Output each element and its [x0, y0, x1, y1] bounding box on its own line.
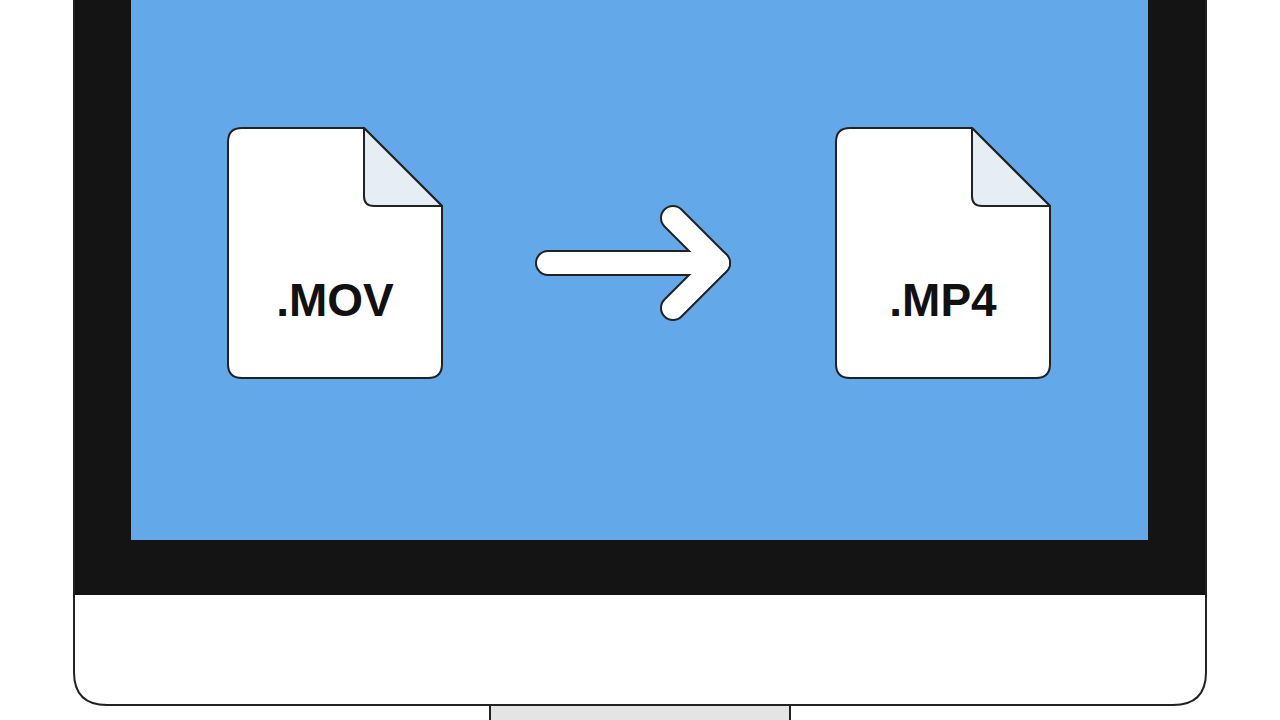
- file-icon: .MP4: [836, 128, 1050, 378]
- arrow-fill: [548, 252, 718, 274]
- file-extension: .MP4: [889, 277, 996, 323]
- arrow-outline: [548, 250, 718, 276]
- monitor-bezel: [75, 0, 1205, 595]
- file-icon: .MOV: [228, 128, 442, 378]
- file-outline: [836, 128, 1050, 378]
- file-body: [836, 128, 1050, 378]
- file-fold: [364, 128, 442, 206]
- monitor-chin: [74, 0, 1206, 705]
- arrow-connector: [548, 218, 718, 308]
- file-extension: .MOV: [276, 277, 394, 323]
- arrow-fill: [673, 218, 718, 308]
- monitor-screen: [131, 0, 1148, 540]
- file-body: [228, 128, 442, 378]
- file-fold: [972, 128, 1050, 206]
- file-outline: [228, 128, 442, 378]
